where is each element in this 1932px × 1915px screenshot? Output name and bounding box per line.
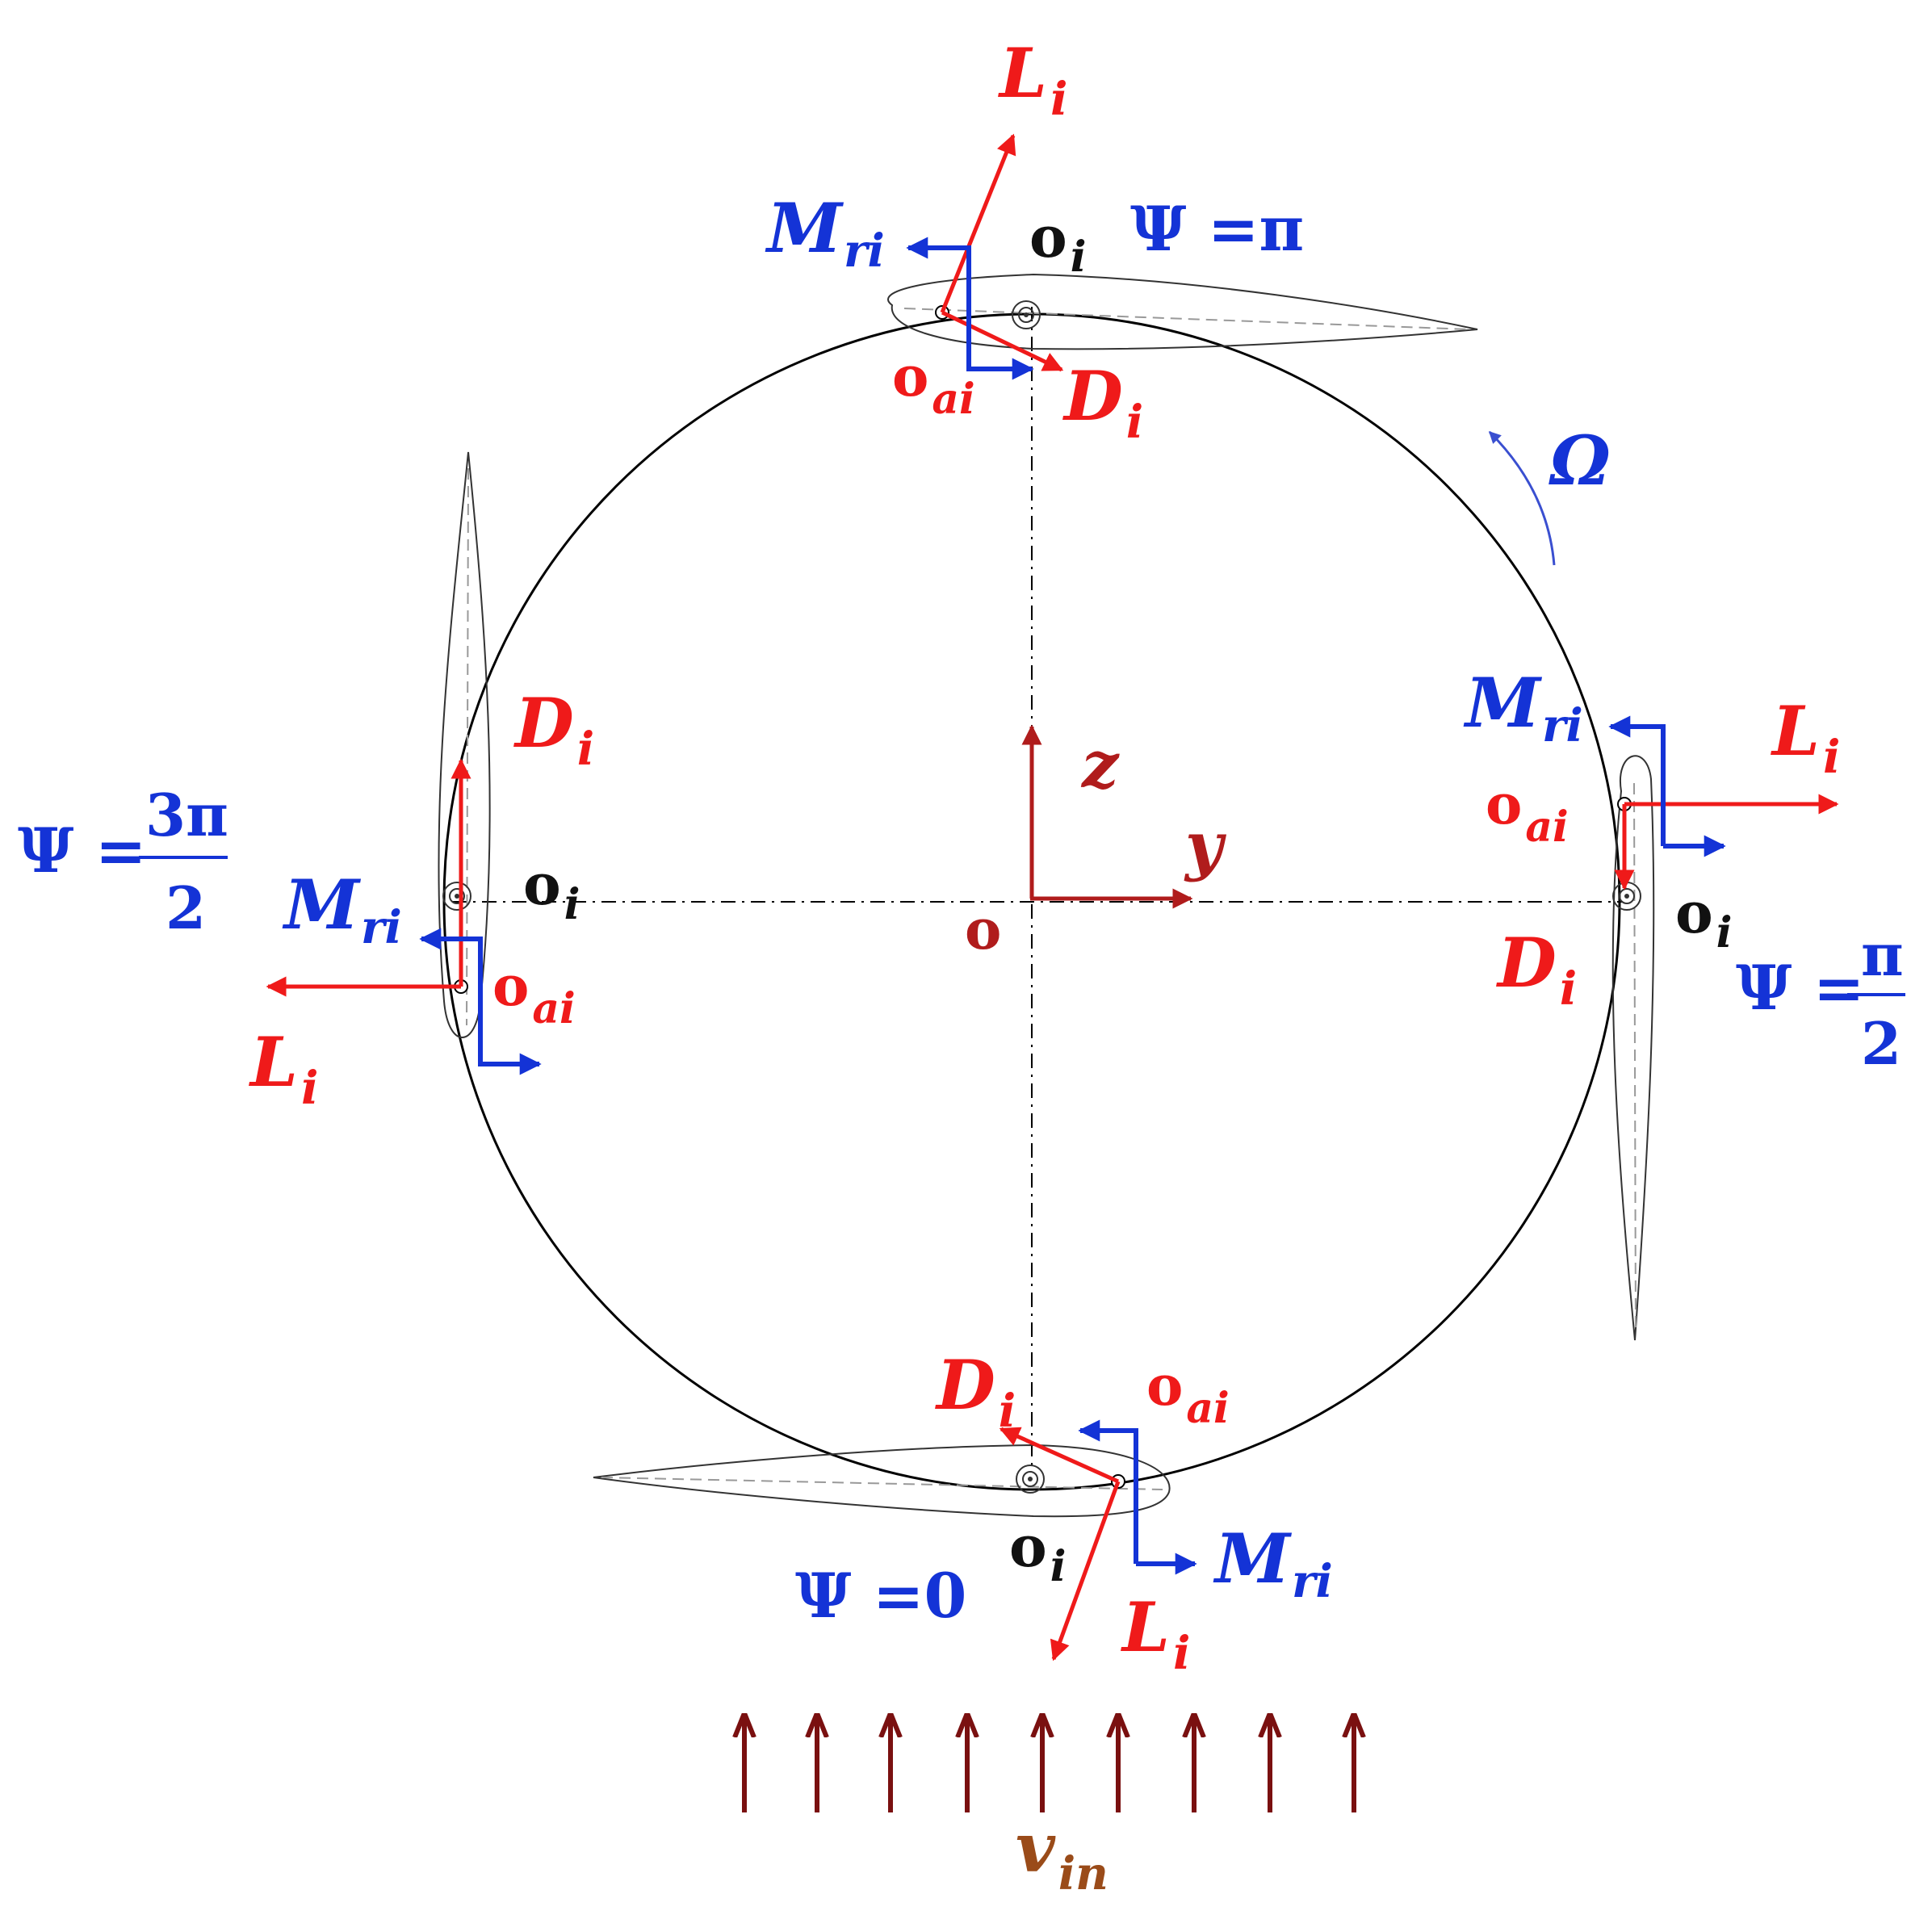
left-drag-label: Di [513, 683, 594, 776]
bottom-lift-arrow [1050, 1481, 1121, 1661]
omega-label: Ω [1549, 421, 1611, 501]
inflow-velocity-label: vin [1016, 1808, 1108, 1900]
left-lift-label: Li [249, 1022, 318, 1115]
rotation-arrow [1488, 430, 1556, 566]
right-drag-label: Di [1496, 923, 1577, 1016]
svg-text:2: 2 [166, 874, 206, 942]
svg-text:Ψ =: Ψ = [1736, 952, 1865, 1024]
svg-text:Ψ =: Ψ = [18, 815, 147, 886]
left-moment-arrow-upper [419, 928, 483, 1058]
top-lift-label: Li [998, 33, 1067, 126]
top-drag-label: Di [1062, 356, 1143, 449]
z-axis-label: z [1080, 727, 1120, 802]
top-lift-arrow [940, 133, 1016, 313]
top-moment-arrow-upper [906, 237, 971, 362]
bottom-pivot-label: oi [1009, 1513, 1066, 1591]
left-moment-label: Mri [282, 865, 402, 954]
right-moment-arrow-upper [1608, 715, 1666, 846]
bottom-drag-label: Di [935, 1345, 1016, 1438]
top-moment-arrow-lower [966, 358, 1034, 380]
top-psi-label: Ψ =π [1130, 193, 1304, 265]
right-lift-label: Li [1771, 691, 1840, 784]
left-psi-label: Ψ = 3π 2 [18, 781, 228, 942]
left-pivot-label: oi [523, 851, 580, 929]
svg-text:π: π [1861, 920, 1904, 989]
bottom-aero-center-label: oai [1146, 1354, 1230, 1433]
top-moment-label: Mri [765, 188, 885, 278]
top-drag-arrow [941, 310, 1064, 372]
bottom-moment-arrow-upper [1078, 1419, 1138, 1564]
left-aero-center-label: oai [492, 954, 576, 1033]
blade-right [1611, 755, 1655, 1341]
y-axis-label: y [1184, 807, 1227, 883]
right-aero-center-label: oai [1486, 773, 1569, 852]
right-pivot-label: oi [1675, 879, 1732, 958]
bottom-moment-label: Mri [1213, 1519, 1333, 1608]
inflow-arrows [744, 1716, 1354, 1812]
origin-label: o [965, 898, 1001, 962]
blade-left [438, 451, 491, 1038]
right-psi-label: Ψ = π 2 [1736, 920, 1905, 1078]
blade-bottom [593, 1444, 1171, 1518]
blade-top [887, 273, 1478, 350]
svg-text:2: 2 [1861, 1009, 1901, 1078]
top-aero-center-label: oai [892, 345, 975, 424]
top-pivot-label: oi [1029, 203, 1086, 282]
svg-text:3π: 3π [145, 781, 228, 849]
right-moment-label: Mri [1463, 663, 1583, 752]
bottom-psi-label: Ψ =0 [795, 1560, 966, 1632]
left-moment-arrow-lower [478, 1053, 542, 1075]
bottom-drag-arrow [999, 1427, 1120, 1484]
bottom-lift-label: Li [1121, 1587, 1190, 1680]
